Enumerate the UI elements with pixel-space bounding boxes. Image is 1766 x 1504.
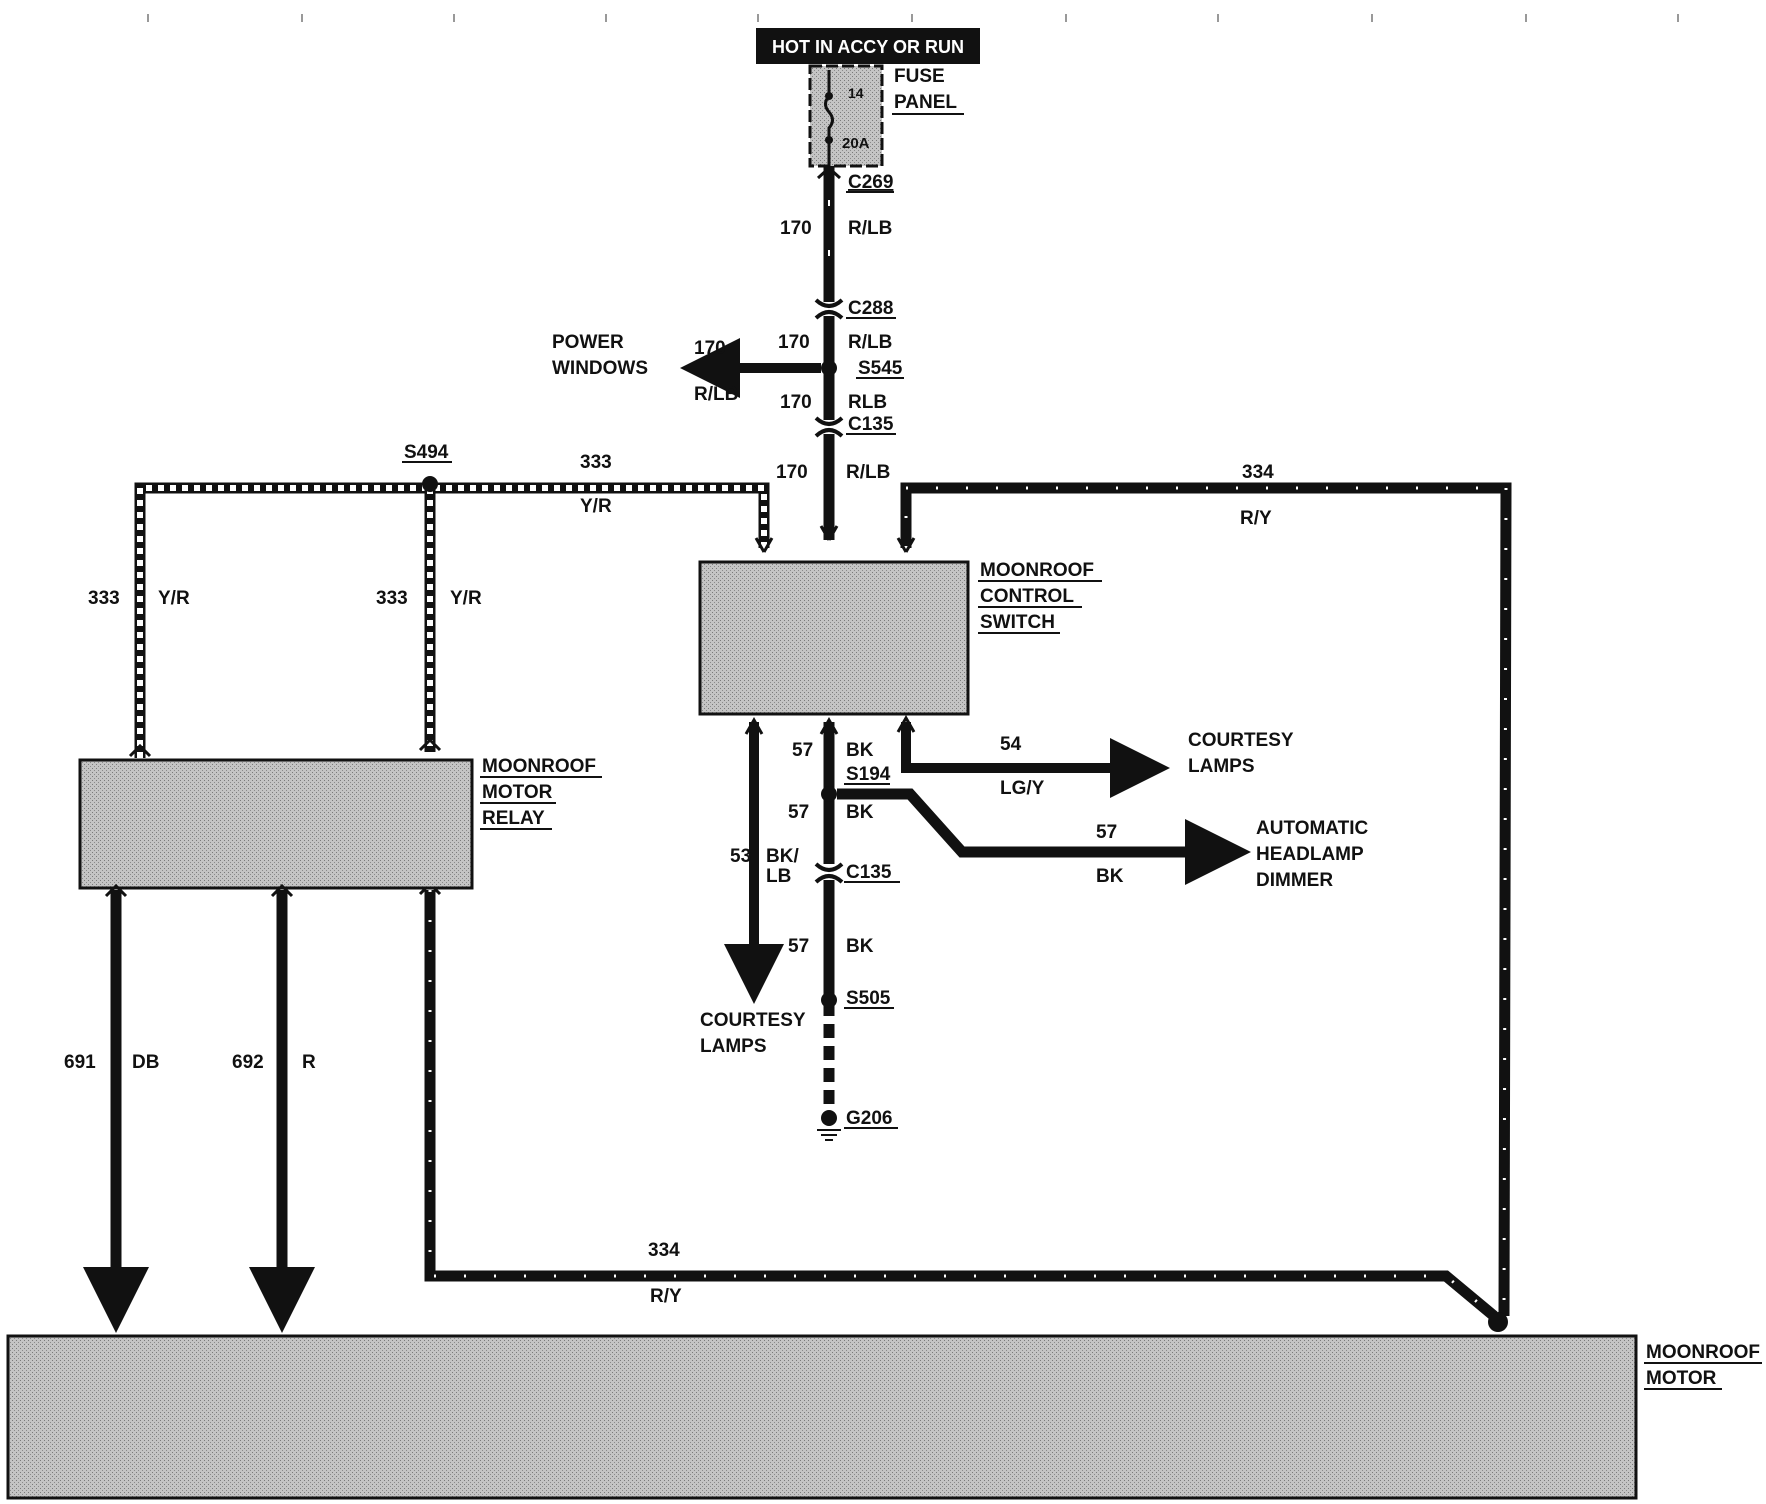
motor-label-line1: MOONROOF bbox=[1646, 1342, 1760, 1363]
wire-333-mid-color: Y/R bbox=[450, 588, 482, 609]
ground-icon bbox=[817, 1129, 841, 1141]
ground-g206: G206 bbox=[846, 1108, 892, 1129]
border-ticks bbox=[147, 14, 1679, 22]
hot-label: HOT IN ACCY OR RUN bbox=[772, 37, 964, 57]
wire-57-dimmer-circuit: 57 bbox=[1096, 822, 1117, 843]
wire-54-circuit: 54 bbox=[1000, 734, 1022, 755]
splice-s494: S494 bbox=[404, 442, 449, 463]
wire-170-d-circuit: 170 bbox=[776, 462, 808, 483]
moonroof-motor-relay bbox=[78, 758, 474, 890]
power-windows-line2: WINDOWS bbox=[552, 358, 648, 379]
connector-c288-symbol bbox=[814, 298, 844, 320]
wire-170-pw-color: R/LB bbox=[694, 384, 738, 405]
wire-57-dimmer bbox=[837, 788, 1251, 885]
wire-57-b-circuit: 57 bbox=[788, 802, 809, 823]
splice-s494-dot bbox=[422, 476, 438, 492]
fuse-number: 14 bbox=[848, 85, 864, 101]
control-switch-label-line1: MOONROOF bbox=[980, 560, 1094, 581]
wire-170-a-color: R/LB bbox=[848, 218, 892, 239]
wire-53-circuit: 53 bbox=[730, 846, 751, 867]
splice-s545-dot bbox=[821, 360, 837, 376]
connector-c135-bottom-symbol bbox=[814, 862, 844, 884]
headlamp-dimmer-line3: DIMMER bbox=[1256, 870, 1333, 891]
wire-53-color-line2: LB bbox=[766, 866, 791, 887]
motor-label-line2: MOTOR bbox=[1646, 1368, 1717, 1389]
connector-c135-top-symbol bbox=[814, 416, 844, 438]
power-windows-line1: POWER bbox=[552, 332, 624, 353]
wire-57-a-color: BK bbox=[846, 740, 874, 761]
wire-57-c-circuit: 57 bbox=[788, 936, 809, 957]
wire-692-circuit: 692 bbox=[232, 1052, 264, 1073]
headlamp-dimmer-line2: HEADLAMP bbox=[1256, 844, 1364, 865]
splice-s194: S194 bbox=[846, 764, 891, 785]
wire-334-bottom-circuit: 334 bbox=[648, 1240, 680, 1261]
wire-692-color: R bbox=[302, 1052, 316, 1073]
wire-57-dimmer-color: BK bbox=[1096, 866, 1124, 887]
wire-333-left-color: Y/R bbox=[158, 588, 190, 609]
fuse-label-line2: PANEL bbox=[894, 92, 957, 113]
motor-relay-label-line1: MOONROOF bbox=[482, 756, 596, 777]
wire-333-top-circuit: 333 bbox=[580, 452, 612, 473]
wire-333 bbox=[134, 482, 770, 758]
wire-333-mid-circuit: 333 bbox=[376, 588, 408, 609]
wire-57-c-color: BK bbox=[846, 936, 874, 957]
moonroof-control-switch bbox=[698, 560, 970, 716]
wire-334-bottom-color: R/Y bbox=[650, 1286, 682, 1307]
headlamp-dimmer-line1: AUTOMATIC bbox=[1256, 818, 1369, 839]
fuse-rating: 20A bbox=[842, 135, 870, 152]
motor-relay-label-line2: MOTOR bbox=[482, 782, 553, 803]
wire-54-color: LG/Y bbox=[1000, 778, 1045, 799]
wire-333-top-color: Y/R bbox=[580, 496, 612, 517]
wire-334-top-circuit: 334 bbox=[1242, 462, 1274, 483]
wire-170-c-circuit: 170 bbox=[780, 392, 812, 413]
connector-c135-bottom: C135 bbox=[846, 862, 892, 883]
wire-57-b-color: BK bbox=[846, 802, 874, 823]
courtesy-bottom-line2: LAMPS bbox=[700, 1036, 767, 1057]
splice-s194-dot bbox=[821, 786, 837, 802]
wire-170-pw-circuit: 170 bbox=[694, 338, 726, 359]
wire-333-left-circuit: 333 bbox=[88, 588, 120, 609]
wire-54 bbox=[901, 722, 1170, 798]
wire-334-top-color: R/Y bbox=[1240, 508, 1272, 529]
motor-relay-label-line3: RELAY bbox=[482, 808, 545, 829]
wire-691-circuit: 691 bbox=[64, 1052, 96, 1073]
wire-53-color-line1: BK/ bbox=[766, 846, 799, 867]
courtesy-right-line2: LAMPS bbox=[1188, 756, 1255, 777]
fuse-panel bbox=[808, 64, 884, 168]
wire-334 bbox=[424, 482, 1512, 1321]
wire-170-a-circuit: 170 bbox=[780, 218, 812, 239]
control-switch-label-line3: SWITCH bbox=[980, 612, 1055, 633]
connector-c269-symbol bbox=[816, 165, 842, 180]
fuse-element bbox=[824, 70, 834, 166]
fuse-label-line1: FUSE bbox=[894, 66, 945, 87]
courtesy-right-line1: COURTESY bbox=[1188, 730, 1294, 751]
splice-s505-dot bbox=[821, 992, 837, 1008]
wire-170-c-color: RLB bbox=[848, 392, 887, 413]
wire-57-a-circuit: 57 bbox=[792, 740, 813, 761]
courtesy-bottom-line1: COURTESY bbox=[700, 1010, 806, 1031]
ground-g206-dot bbox=[821, 1110, 837, 1126]
connector-c135-top: C135 bbox=[848, 414, 894, 435]
hot-label-box bbox=[756, 28, 980, 64]
wire-170-b-color: R/LB bbox=[848, 332, 892, 353]
splice-s545: S545 bbox=[858, 358, 903, 379]
wire-170-b-circuit: 170 bbox=[778, 332, 810, 353]
connector-c269: C269 bbox=[848, 172, 893, 193]
moonroof-motor bbox=[6, 1334, 1638, 1500]
control-switch-label-line2: CONTROL bbox=[980, 586, 1074, 607]
wire-691-color: DB bbox=[132, 1052, 159, 1073]
connector-c288: C288 bbox=[848, 298, 893, 319]
wire-170-d-color: R/LB bbox=[846, 462, 890, 483]
splice-s505: S505 bbox=[846, 988, 891, 1009]
